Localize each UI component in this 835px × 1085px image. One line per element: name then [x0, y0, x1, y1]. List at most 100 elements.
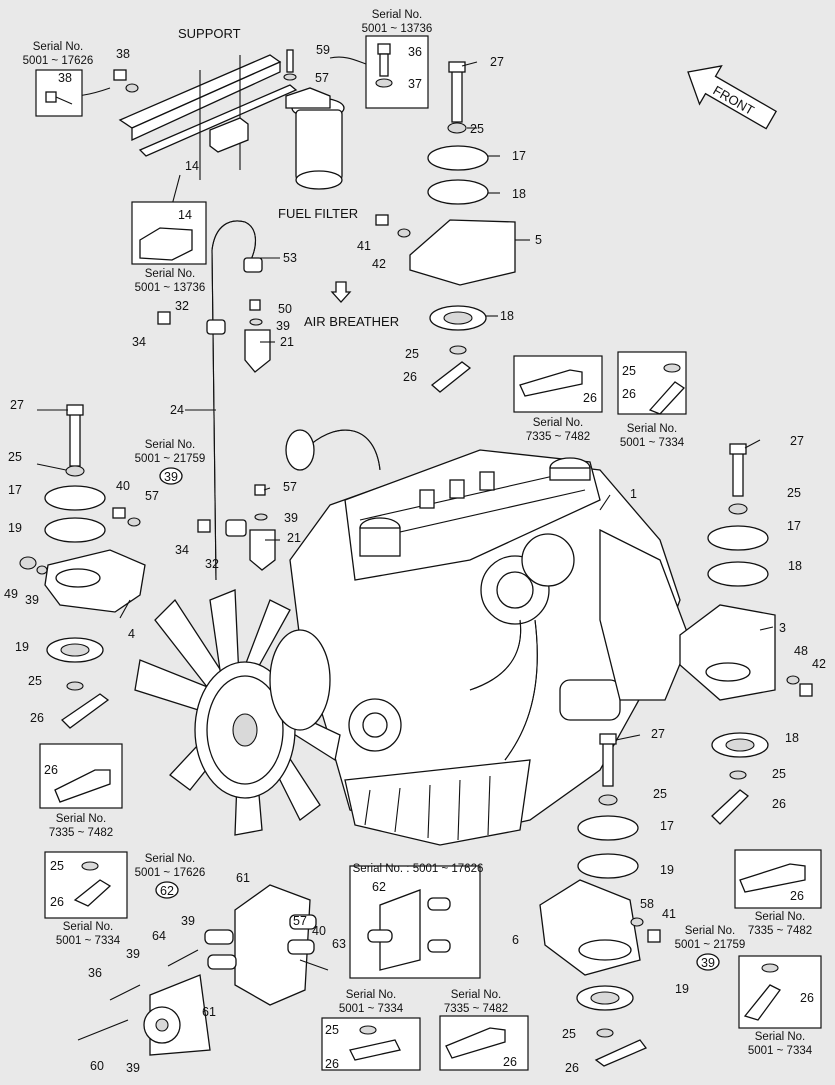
part-label: 39 [126, 1061, 140, 1075]
part-label: 26 [50, 895, 64, 909]
part-label: 25 [622, 364, 636, 378]
part-label: 41 [662, 907, 676, 921]
part-label: 41 [357, 239, 371, 253]
part-label: 25 [8, 450, 22, 464]
part-label: 57 [145, 489, 159, 503]
fuel-filter [283, 49, 345, 190]
part-label: 36 [88, 966, 102, 980]
serial-caption: 5001 ~ 17626 [135, 867, 206, 879]
part-label: 26 [403, 370, 417, 384]
part-label: 26 [30, 711, 44, 725]
part-label: 40 [116, 479, 130, 493]
part-label: 26 [503, 1055, 517, 1069]
part-label: 38 [58, 71, 72, 85]
serial-caption: Serial No. [755, 1031, 806, 1043]
serial-caption: Serial No. [627, 423, 678, 435]
part-label: 27 [490, 55, 504, 69]
part-label: 25 [405, 347, 419, 361]
part-label: 50 [278, 302, 292, 316]
part-label: 40 [312, 924, 326, 938]
part-label: 25 [28, 674, 42, 688]
serial-caption: 7335 ~ 7482 [49, 827, 113, 839]
part-label: 26 [565, 1061, 579, 1075]
part-label: 21 [287, 531, 301, 545]
bracket-61 [204, 884, 317, 1006]
part-label: 18 [785, 731, 799, 745]
serial-caption: Serial No. [685, 925, 736, 937]
front-arrow [687, 65, 778, 130]
cooling-fan [134, 589, 341, 836]
serial-caption: Serial No. [533, 417, 584, 429]
inset-26-left-b [44, 851, 128, 919]
part-label: 17 [787, 519, 801, 533]
svg-text:62: 62 [160, 884, 174, 898]
part-label: 57 [293, 914, 307, 928]
circled-callout: 39 [159, 467, 183, 485]
serial-caption: Serial No. [145, 853, 196, 865]
engine-assembly [285, 429, 691, 846]
serial-caption: 5001 ~ 21759 [135, 453, 206, 465]
serial-caption: 7335 ~ 7482 [526, 431, 590, 443]
part-label: 21 [280, 335, 294, 349]
part-label: 27 [790, 434, 804, 448]
serial-caption: Serial No. [372, 9, 423, 21]
bolt-38-inset [45, 91, 57, 103]
part-label: 26 [325, 1057, 339, 1071]
part-label: 18 [512, 187, 526, 201]
serial-caption: 5001 ~ 21759 [675, 939, 746, 951]
leader-lines [36, 61, 774, 741]
bracket-21-upper [244, 329, 271, 373]
part-label: 19 [8, 521, 22, 535]
serial-caption: 7335 ~ 7482 [748, 925, 812, 937]
breather-arrow [330, 281, 352, 303]
part-label: 25 [787, 486, 801, 500]
serial-caption: Serial No. : 5001 ~ 17626 [353, 863, 484, 875]
svg-text:39: 39 [701, 956, 715, 970]
part-label: 19 [675, 982, 689, 996]
air-breather-title: AIR BREATHER [304, 314, 399, 329]
part-label: 39 [25, 593, 39, 607]
serial-caption: Serial No. [451, 989, 502, 1001]
part-label: 32 [205, 557, 219, 571]
part-label: 57 [315, 71, 329, 85]
part-label: 26 [44, 763, 58, 777]
part-label: 25 [470, 122, 484, 136]
part-label: 25 [50, 859, 64, 873]
part-label: 27 [10, 398, 24, 412]
part-label: 34 [175, 543, 189, 557]
upper-mount-stack [375, 61, 516, 393]
part-label: 42 [372, 257, 386, 271]
part-label: 61 [236, 871, 250, 885]
part-label: 58 [640, 897, 654, 911]
part-label: 17 [512, 149, 526, 163]
part-label: 53 [283, 251, 297, 265]
part-label: 32 [175, 299, 189, 313]
part-label: 34 [132, 335, 146, 349]
serial-caption: Serial No. [755, 911, 806, 923]
part-label: 24 [170, 403, 184, 417]
part-label: 25 [325, 1023, 339, 1037]
inset-38 [35, 69, 83, 117]
part-label: 39 [181, 914, 195, 928]
part-label: 14 [178, 208, 192, 222]
part-label: 26 [790, 889, 804, 903]
part-label: 5 [535, 233, 542, 247]
serial-caption: Serial No. [33, 41, 84, 53]
bolt-38 [113, 69, 139, 93]
part-label: 17 [8, 483, 22, 497]
part-label: 1 [630, 487, 637, 501]
circled-callout: 62 [155, 881, 179, 899]
part-label: 37 [408, 77, 422, 91]
part-label: 64 [152, 929, 166, 943]
circled-callout: 39 [696, 953, 720, 971]
part-label: 38 [116, 47, 130, 61]
part-label: 26 [622, 387, 636, 401]
serial-caption: 5001 ~ 13736 [135, 282, 206, 294]
part-label: 61 [202, 1005, 216, 1019]
circled-callout: 39 [0, 0, 7, 3]
part-label: 63 [332, 937, 346, 951]
part-label: 18 [500, 309, 514, 323]
part-label: 25 [772, 767, 786, 781]
part-label: 19 [15, 640, 29, 654]
